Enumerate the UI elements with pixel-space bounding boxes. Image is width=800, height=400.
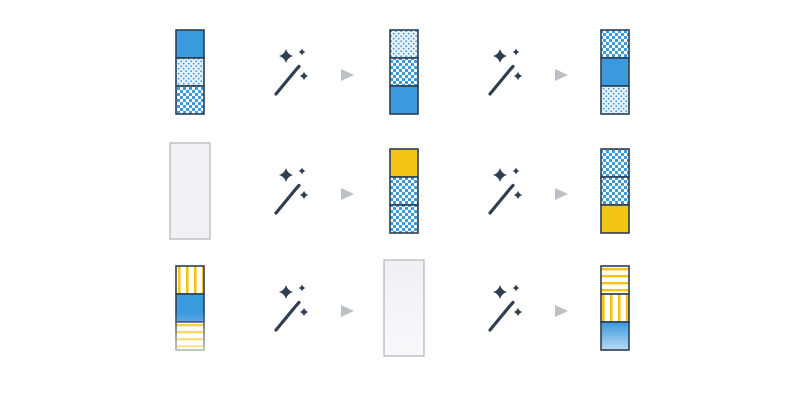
magic-wand-icon <box>274 188 297 215</box>
arrow-head-icon <box>555 69 568 81</box>
magic-wand-icon <box>274 69 297 96</box>
magic-wand-tip-icon <box>294 183 301 191</box>
pattern-cell-solid-blue <box>389 85 419 115</box>
magic-wand-icon <box>488 305 511 332</box>
transition <box>446 167 568 215</box>
sparkle-small-icon <box>298 48 306 56</box>
arrow-head-icon <box>341 69 354 81</box>
transition <box>446 284 568 332</box>
sparkle-small-icon <box>512 284 520 292</box>
magic-wand-tip-icon <box>508 300 515 308</box>
pattern-cell-checker-blue <box>600 176 630 206</box>
sparkle-medium-icon <box>299 71 309 81</box>
arrow-head-icon <box>555 305 568 317</box>
sparkle-medium-icon <box>299 190 309 200</box>
pattern-cell-checker-blue <box>600 29 630 59</box>
arrow-head-icon <box>555 188 568 200</box>
sparkle-small-icon <box>512 167 520 175</box>
transition <box>232 167 354 215</box>
sparkle-large-icon <box>279 49 293 63</box>
pattern-cell-gradient-blue <box>600 321 630 351</box>
pattern-cell-checker-blue <box>389 57 419 87</box>
sparkle-large-icon <box>279 168 293 182</box>
pattern-cell-dots-blue <box>175 57 205 87</box>
pattern-stack <box>175 29 205 115</box>
sparkle-small-icon <box>512 48 520 56</box>
sparkle-large-icon <box>279 285 293 299</box>
pattern-cell-solid-yellow <box>600 204 630 234</box>
pattern-cell-vstripes-yellow <box>600 293 630 323</box>
pattern-cell-checker-blue <box>175 85 205 115</box>
sparkle-medium-icon <box>513 190 523 200</box>
pattern-cell-checker-blue <box>389 176 419 206</box>
sparkle-large-icon <box>493 285 507 299</box>
magic-wand-tip-icon <box>294 64 301 72</box>
sparkle-medium-icon <box>513 71 523 81</box>
fade-overlay <box>175 265 205 351</box>
sparkle-large-icon <box>493 168 507 182</box>
pattern-cell-hstripes-yellow <box>600 265 630 295</box>
sparkle-medium-icon <box>299 307 309 317</box>
magic-wand-tip-icon <box>508 183 515 191</box>
transition <box>232 48 354 96</box>
pattern-stack <box>600 148 630 234</box>
pattern-cell-dots-blue <box>389 29 419 59</box>
pattern-stack <box>600 29 630 115</box>
sparkle-small-icon <box>298 167 306 175</box>
pattern-stack <box>175 265 205 351</box>
transition <box>232 284 354 332</box>
pattern-cell-solid-yellow <box>389 148 419 178</box>
magic-wand-icon <box>274 305 297 332</box>
pattern-stack <box>389 29 419 115</box>
sparkle-large-icon <box>493 49 507 63</box>
empty-placeholder <box>383 259 425 357</box>
pattern-cell-solid-blue <box>600 57 630 87</box>
arrow-head-icon <box>341 305 354 317</box>
magic-wand-tip-icon <box>508 64 515 72</box>
empty-placeholder <box>169 142 211 240</box>
pattern-cell-checker-blue <box>389 204 419 234</box>
pattern-cell-dots-blue <box>600 85 630 115</box>
transition <box>446 48 568 96</box>
magic-wand-icon <box>488 188 511 215</box>
magic-wand-tip-icon <box>294 300 301 308</box>
pattern-stack <box>389 148 419 234</box>
pattern-cell-checker-blue <box>600 148 630 178</box>
pattern-stack <box>600 265 630 351</box>
sparkle-medium-icon <box>513 307 523 317</box>
arrow-head-icon <box>341 188 354 200</box>
sparkle-small-icon <box>298 284 306 292</box>
pattern-cell-solid-blue <box>175 29 205 59</box>
magic-wand-icon <box>488 69 511 96</box>
